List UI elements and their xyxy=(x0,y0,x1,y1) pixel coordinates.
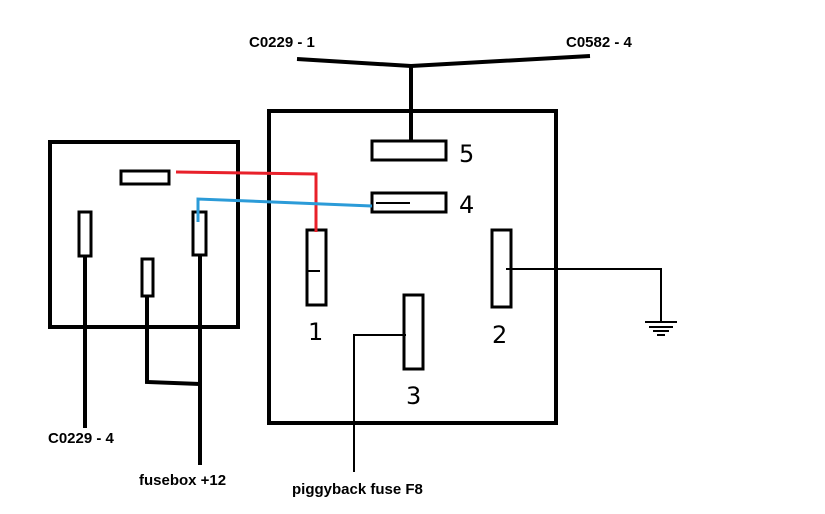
pin-number-1: 1 xyxy=(308,318,323,346)
relay-slot-1 xyxy=(305,228,328,307)
label-c0229-1: C0229 - 1 xyxy=(249,34,315,51)
ground-connection xyxy=(506,268,677,336)
top-splice xyxy=(296,54,591,140)
socket-outline xyxy=(48,140,240,329)
label-fusebox: fusebox +12 xyxy=(139,472,226,489)
relay-slot-3 xyxy=(402,293,425,371)
ground-wire xyxy=(506,268,662,322)
piggyback-wire xyxy=(353,334,406,472)
label-c0229-4: C0229 - 4 xyxy=(48,430,115,447)
relay-socket xyxy=(48,140,240,329)
red-wire xyxy=(175,170,318,232)
socket-bottom-wires xyxy=(83,255,202,465)
pin-number-3: 3 xyxy=(406,382,421,410)
relay-outline xyxy=(267,109,558,425)
socket-slot-middle xyxy=(140,257,155,298)
socket-slot-left xyxy=(77,210,93,258)
pin-number-4: 4 xyxy=(459,191,474,219)
relay-slot-5 xyxy=(370,139,448,162)
relay-body xyxy=(267,109,558,425)
pin-number-5: 5 xyxy=(459,140,474,168)
blue-wire xyxy=(196,197,373,222)
top-splice-line xyxy=(296,54,591,69)
ground-icon xyxy=(645,321,677,336)
socket-slot-top xyxy=(119,169,171,186)
jumper-wire xyxy=(145,296,201,386)
label-piggyback-fuse: piggyback fuse F8 xyxy=(292,481,423,498)
label-c0582-4: C0582 - 4 xyxy=(566,34,633,51)
pin-number-2: 2 xyxy=(492,321,507,349)
